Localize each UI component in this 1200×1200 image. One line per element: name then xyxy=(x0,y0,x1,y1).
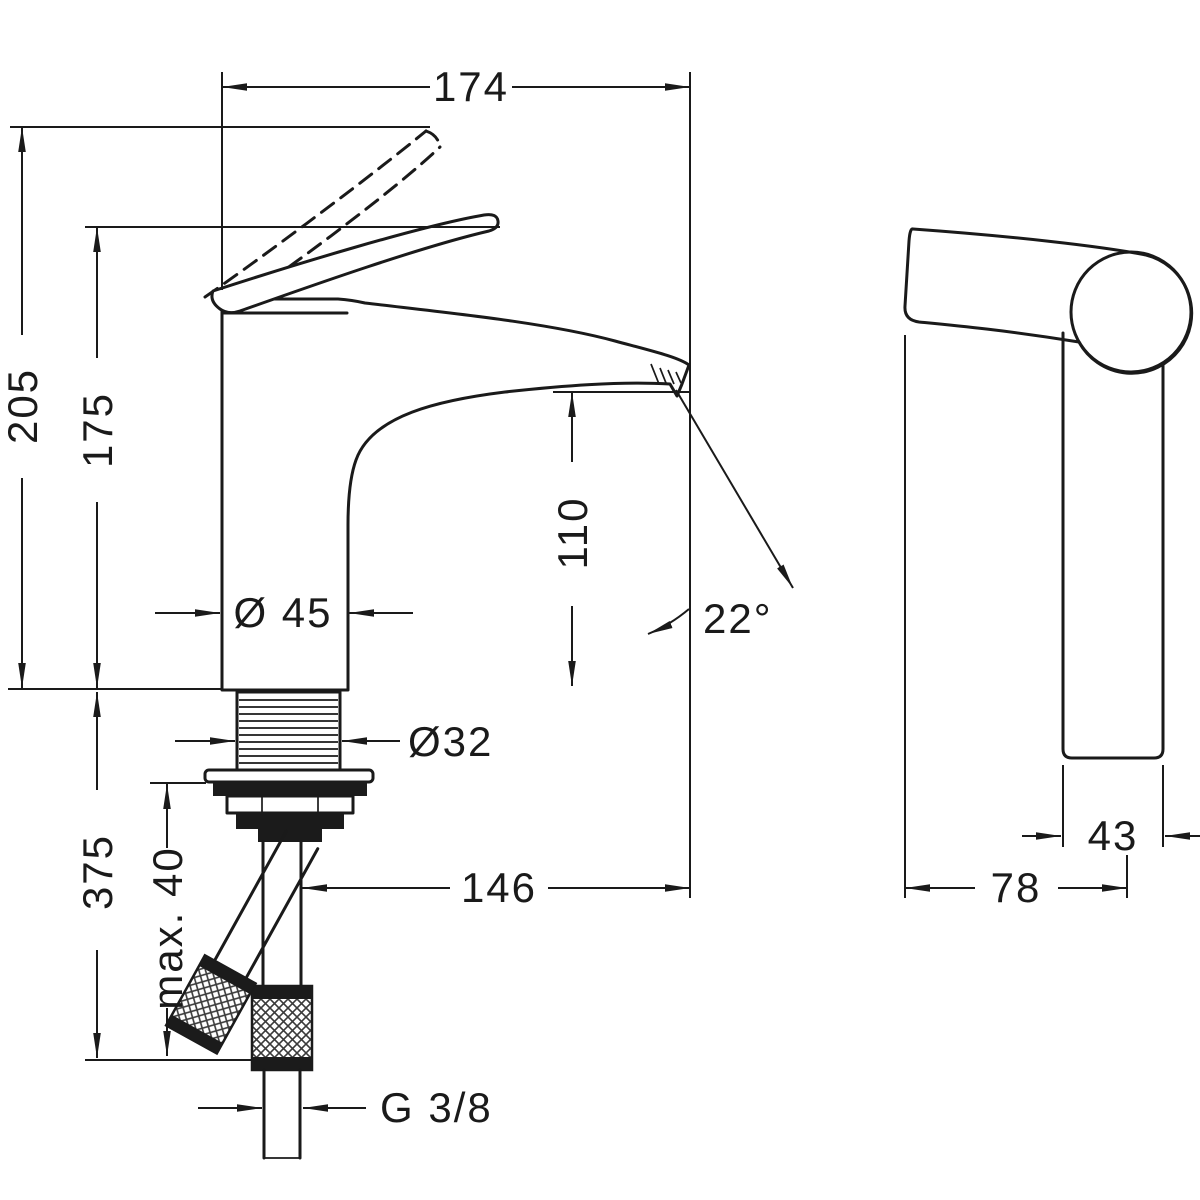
front-body xyxy=(1061,331,1165,760)
supply-hose-vertical xyxy=(250,840,314,1160)
dim-label-front-body-width: 43 xyxy=(1088,812,1139,859)
front-handle-blade xyxy=(903,227,1194,375)
dim-label-height-total: 205 xyxy=(0,368,46,444)
dim-label-spout-angle: 22° xyxy=(703,595,773,642)
handle-lever xyxy=(210,213,500,315)
dim-body-diameter: Ø 45 xyxy=(155,589,413,636)
dim-label-spout-height: 110 xyxy=(549,497,596,570)
dim-label-height-below: 375 xyxy=(74,834,121,910)
dim-label-spout-reach: 146 xyxy=(461,864,537,911)
dim-175: 175 xyxy=(74,226,500,688)
dim-label-height-to-handle: 175 xyxy=(74,392,121,468)
dim-label-shank-diameter: Ø32 xyxy=(408,718,493,765)
mounting-hardware xyxy=(203,768,375,842)
side-view: 174 205 175 110 Ø 45 xyxy=(0,63,794,1160)
dim-375: 375 xyxy=(74,692,252,1061)
aerator-hatch xyxy=(650,363,682,385)
dim-205: 205 xyxy=(0,126,430,690)
dim-label-body-diameter: Ø 45 xyxy=(233,589,332,636)
front-view: 43 78 xyxy=(903,227,1200,911)
dim-label-width-top: 174 xyxy=(433,63,509,110)
dim-label-max-mount-thickness: max. 40 xyxy=(144,846,191,1009)
dim-thread: G 3/8 xyxy=(198,1084,493,1131)
dim-174: 174 xyxy=(221,63,691,898)
threaded-shank xyxy=(235,690,342,773)
dim-146: 146 xyxy=(302,864,690,911)
dim-label-thread-size: G 3/8 xyxy=(380,1084,493,1131)
faucet-body-spout xyxy=(220,297,691,692)
dim-spout-angle: 22° xyxy=(647,389,794,642)
supply-hose-angled xyxy=(164,829,320,1056)
dim-43: 43 xyxy=(1022,765,1200,859)
dim-shank-diameter: Ø32 xyxy=(175,718,493,765)
dim-label-depth: 78 xyxy=(991,864,1042,911)
dim-max-40: max. 40 xyxy=(144,782,206,1056)
dim-78: 78 xyxy=(904,335,1128,911)
dim-110: 110 xyxy=(549,391,690,686)
